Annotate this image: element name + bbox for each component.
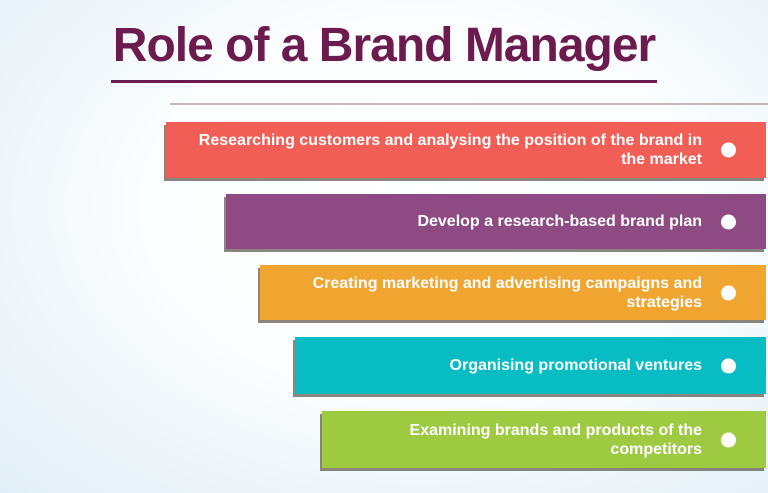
bar-item-label: Researching customers and analysing the … — [198, 132, 702, 168]
header: Role of a Brand Manager — [0, 18, 768, 84]
bullet-dot-icon — [721, 142, 736, 158]
bar-item-label: Creating marketing and advertising campa… — [312, 274, 702, 311]
bullet-dot-icon — [721, 285, 736, 300]
bullet-dot-icon — [721, 432, 736, 447]
shadow-artifact-line — [170, 103, 768, 105]
bullet-dot-icon — [721, 358, 736, 373]
bar-item: Examining brands and products of the com… — [322, 411, 766, 468]
bar-item-label: Organising promotional ventures — [449, 357, 702, 374]
bar-item-label: Develop a research-based brand plan — [417, 213, 702, 230]
bar-item: Creating marketing and advertising campa… — [260, 265, 766, 320]
bullet-dot-icon — [721, 214, 736, 229]
bar-item: Organising promotional ventures — [295, 337, 766, 394]
bar-item-label: Examining brands and products of the com… — [409, 421, 702, 458]
bar-item: Researching customers and analysing the … — [166, 122, 766, 178]
bar-item: Develop a research-based brand plan — [226, 194, 766, 249]
page-title: Role of a Brand Manager — [110, 18, 658, 84]
